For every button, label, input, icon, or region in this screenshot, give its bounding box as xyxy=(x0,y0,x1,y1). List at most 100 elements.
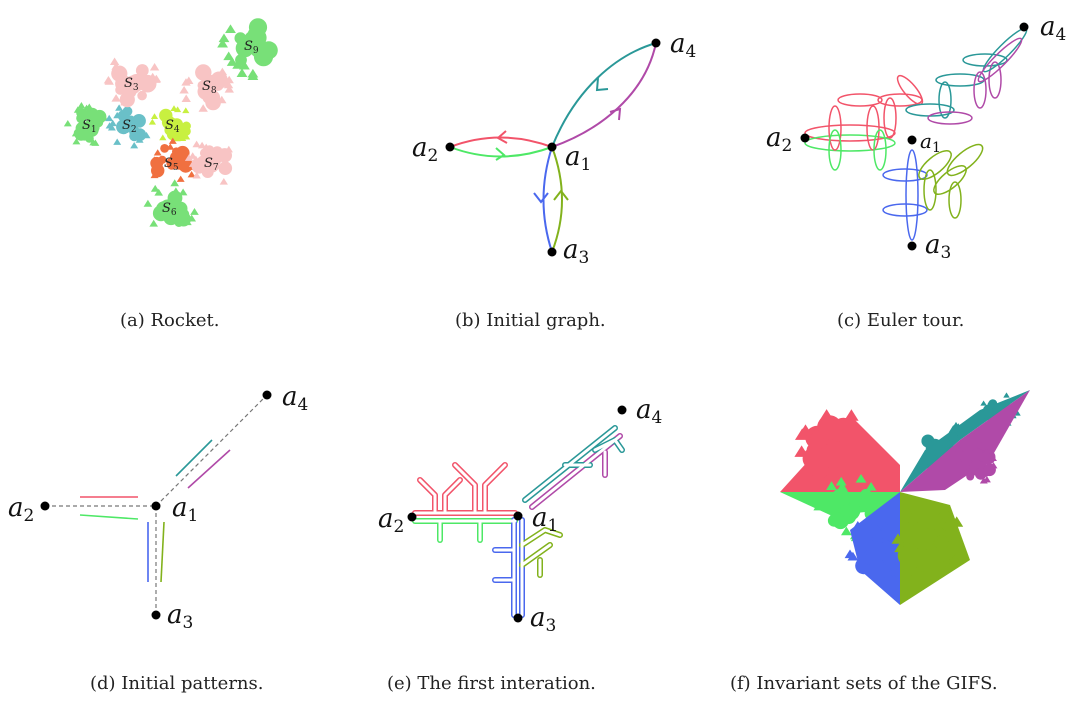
label-a2: a2 xyxy=(766,123,792,156)
iteration-tube-inner-3 xyxy=(418,478,437,515)
rocket-piece-5 xyxy=(150,137,197,182)
gifs-set-magenta xyxy=(900,390,1030,492)
edge-red xyxy=(449,136,553,148)
tour-loop-16 xyxy=(923,169,937,211)
rocket-piece-4 xyxy=(148,105,191,142)
arrow-red xyxy=(496,130,508,144)
tour-loop-21 xyxy=(938,81,952,119)
caption-rocket: (a) Rocket. xyxy=(120,310,220,331)
rocket-piece-7 xyxy=(184,140,233,185)
iteration-tube-inner-17 xyxy=(530,434,622,509)
rocket-piece-9 xyxy=(217,18,278,80)
rocket-piece-2 xyxy=(105,104,151,149)
node-a3 xyxy=(151,610,161,620)
gifs-set-green-fringe xyxy=(813,474,879,542)
node-a4 xyxy=(617,405,627,415)
pattern-magenta xyxy=(187,449,231,489)
rocket-piece-label-5: S5 xyxy=(164,156,179,173)
label-a4: a4 xyxy=(636,395,662,428)
iteration-tube-4 xyxy=(442,477,463,516)
gifs-set-magenta-fringe xyxy=(954,442,998,484)
pattern-teal xyxy=(175,439,213,477)
iteration-tube-5 xyxy=(452,462,478,516)
caption-initial-graph: (b) Initial graph. xyxy=(455,310,606,331)
node-a4 xyxy=(262,390,272,400)
edge-olive xyxy=(551,146,563,253)
panel-initial-graph: a1 a2 a3 a4 (b) Initial graph. xyxy=(360,0,720,340)
gifs-set-olive-fringe xyxy=(891,507,964,576)
label-a2: a2 xyxy=(412,133,438,166)
label-a1: a1 xyxy=(565,142,591,175)
tour-loop-3 xyxy=(828,105,842,151)
tour-loop-19 xyxy=(905,103,955,117)
caption-invariant-sets: (f) Invariant sets of the GIFS. xyxy=(730,673,998,694)
iteration-tube-inner-5 xyxy=(453,463,477,515)
rocket-piece-label-7: S7 xyxy=(204,156,219,173)
iteration-tube-inner-14 xyxy=(520,543,552,567)
tour-loop-26 xyxy=(982,27,1028,73)
panel-initial-patterns: a1 a2 a3 a4 (d) Initial patterns. xyxy=(0,370,340,704)
invariant-sets-figure xyxy=(780,390,1030,605)
pattern-olive xyxy=(160,521,165,583)
tour-loop-4 xyxy=(866,105,880,151)
dashed-a1-a4 xyxy=(155,394,268,507)
caption-initial-patterns: (d) Initial patterns. xyxy=(90,673,264,694)
node-a3 xyxy=(547,247,557,257)
arrow-olive xyxy=(553,189,569,201)
iteration-tube-inner-19 xyxy=(593,438,624,452)
arrow-teal xyxy=(595,77,609,92)
tour-loop-1 xyxy=(804,124,896,142)
euler-tour-figure: a1 a2 a3 a4 xyxy=(766,12,1066,263)
tour-loop-15 xyxy=(933,165,967,195)
tour-loop-13 xyxy=(905,149,919,241)
initial-patterns-figure: a1 a2 a3 a4 xyxy=(8,382,308,633)
tour-loop-2 xyxy=(804,134,896,152)
rocket-piece-label-4: S4 xyxy=(165,118,180,135)
rocket-piece-label-1: S1 xyxy=(82,118,97,135)
tour-loop-24 xyxy=(973,71,987,109)
panel-euler-tour: a1 a2 a3 a4 (c) Euler tour. xyxy=(730,0,1075,340)
label-a3: a3 xyxy=(530,603,556,636)
node-a2 xyxy=(407,512,417,522)
node-a4 xyxy=(651,38,661,48)
node-a1 xyxy=(547,142,557,152)
tour-loop-27 xyxy=(977,37,1023,83)
pattern-green xyxy=(79,514,139,520)
label-a4: a4 xyxy=(670,29,696,62)
tour-loop-25 xyxy=(988,61,1002,99)
tour-loop-12 xyxy=(882,203,928,217)
arrow-magenta xyxy=(609,107,622,121)
tour-loop-18 xyxy=(946,143,984,177)
rocket-piece-label-6: S6 xyxy=(162,201,177,218)
arrow-blue xyxy=(533,192,549,204)
tour-loop-11 xyxy=(882,168,928,182)
label-a2: a2 xyxy=(8,493,34,526)
label-a4: a4 xyxy=(1040,12,1066,45)
label-a4: a4 xyxy=(282,382,308,415)
iteration-tube-inner-4 xyxy=(443,478,462,515)
initial-graph-figure: a1 a2 a3 a4 xyxy=(412,29,696,268)
node-a2 xyxy=(40,501,50,511)
rocket-piece-3 xyxy=(103,57,162,108)
rocket-piece-label-8: S8 xyxy=(202,79,217,96)
rocket-piece-1 xyxy=(63,102,109,146)
arrow-green xyxy=(495,147,506,161)
rocket-piece-label-2: S2 xyxy=(122,118,137,135)
rocket-piece-8 xyxy=(179,64,234,112)
iteration-tube-6 xyxy=(482,462,508,516)
node-a2 xyxy=(800,133,810,143)
rocket-piece-6 xyxy=(143,179,199,227)
tour-loop-23 xyxy=(927,111,973,125)
gifs-set-red-fringe xyxy=(794,409,873,496)
node-a1 xyxy=(907,135,917,145)
tour-loop-8 xyxy=(877,93,923,107)
first-iteration-figure: a1 a2 a3 a4 xyxy=(378,395,662,636)
label-a3: a3 xyxy=(563,235,589,268)
tour-loop-7 xyxy=(837,93,883,107)
node-a1 xyxy=(151,501,161,511)
iteration-tube-inner-13 xyxy=(520,528,562,547)
tour-loop-17 xyxy=(948,181,962,219)
label-a1: a1 xyxy=(920,129,941,156)
